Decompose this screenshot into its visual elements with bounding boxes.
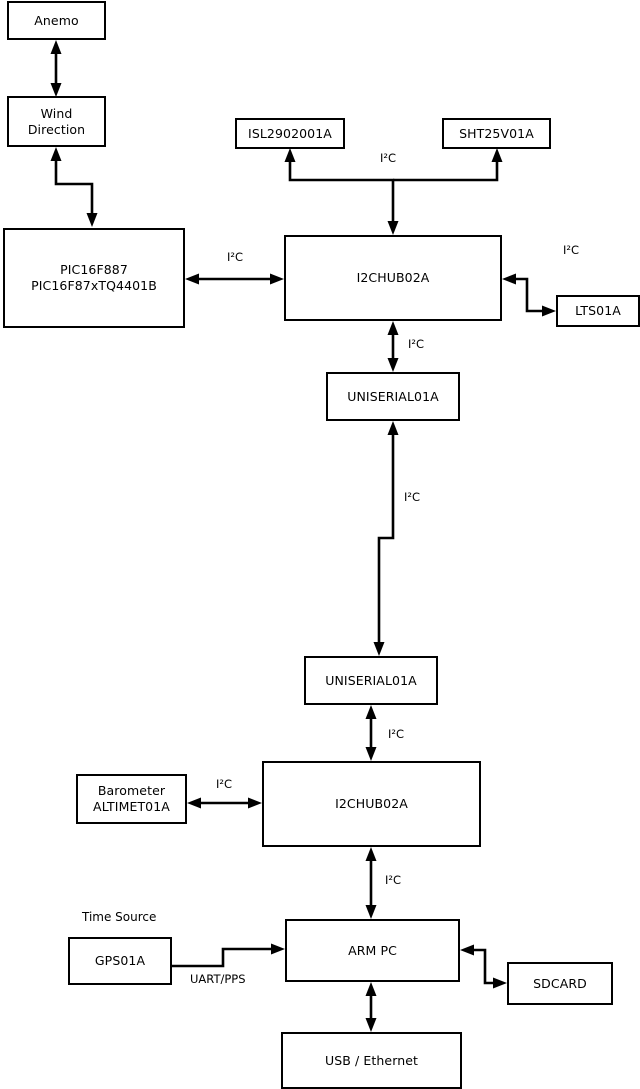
node-anemo[interactable]: Anemo (7, 1, 106, 40)
edge-label-i2c-pic-hub: I²C (227, 250, 244, 264)
connector-uniserialbot-hubbot (365, 705, 377, 761)
node-lts01a-label: LTS01A (575, 303, 621, 318)
connector-armpc-sdcard (460, 944, 507, 989)
node-isl2902001a-label: ISL2902001A (248, 125, 332, 141)
node-wind-direction[interactable]: Wind Direction (7, 96, 106, 147)
node-barometer-altimet01a-label: Barometer ALTIMET01A (93, 783, 170, 814)
edge-label-i2c-uniserial-uniserial: I²C (404, 490, 421, 504)
node-pic-microcontroller-label: PIC16F887 PIC16F87xTQ4401B (31, 262, 157, 293)
connector-wind-pic (50, 147, 98, 227)
node-sdcard[interactable]: SDCARD (507, 962, 613, 1005)
edge-label-uart-pps: UART/PPS (190, 972, 246, 986)
node-pic-microcontroller[interactable]: PIC16F887 PIC16F87xTQ4401B (3, 228, 185, 328)
connector-armpc-usb (365, 982, 377, 1032)
node-uniserial01a-top[interactable]: UNISERIAL01A (326, 372, 460, 421)
node-barometer-altimet01a[interactable]: Barometer ALTIMET01A (76, 774, 187, 824)
connector-hubtop-isl-sht (284, 148, 503, 235)
connector-hubbot-armpc (365, 847, 377, 919)
node-arm-pc[interactable]: ARM PC (285, 919, 460, 982)
node-anemo-label: Anemo (34, 12, 79, 28)
node-uniserial01a-top-label: UNISERIAL01A (347, 388, 439, 404)
edge-label-i2c-hub-armpc: I²C (385, 873, 402, 887)
node-i2chub02a-top-label: I2CHUB02A (356, 270, 430, 285)
connector-hubtop-lts (502, 273, 556, 317)
node-i2chub02a-bottom[interactable]: I2CHUB02A (262, 761, 481, 847)
node-i2chub02a-top[interactable]: I2CHUB02A (284, 235, 502, 321)
node-arm-pc-label: ARM PC (348, 942, 397, 958)
connector-barometer-hubbot (187, 797, 262, 809)
node-uniserial01a-bottom[interactable]: UNISERIAL01A (304, 656, 438, 705)
connector-gps-armpc (172, 943, 285, 968)
node-isl2902001a[interactable]: ISL2902001A (235, 118, 345, 149)
node-usb-ethernet[interactable]: USB / Ethernet (281, 1032, 462, 1089)
connector-hubtop-uniserialtop (387, 321, 399, 372)
edge-label-i2c-barometer-hub: I²C (216, 777, 233, 791)
label-time-source: Time Source (82, 910, 157, 924)
edge-label-i2c-uniserial-hub-bottom: I²C (388, 727, 405, 741)
edge-label-i2c-hub-uniserial: I²C (408, 337, 425, 351)
node-gps01a-label: GPS01A (94, 953, 146, 968)
connector-uniserialtop-uniserialbot (373, 421, 399, 656)
edge-label-i2c-isl-sht: I²C (380, 151, 397, 165)
connector-pic-hubtop (185, 273, 284, 285)
node-i2chub02a-bottom-label: I2CHUB02A (335, 796, 408, 811)
node-gps01a[interactable]: GPS01A (68, 937, 172, 985)
node-usb-ethernet-label: USB / Ethernet (324, 1052, 419, 1068)
node-sht25v01a-label: SHT25V01A (459, 125, 534, 141)
node-sht25v01a[interactable]: SHT25V01A (442, 118, 551, 149)
connector-anemo-wind (50, 40, 62, 97)
node-lts01a[interactable]: LTS01A (556, 295, 640, 327)
node-uniserial01a-bottom-label: UNISERIAL01A (325, 672, 417, 688)
edge-label-i2c-hub-lts: I²C (563, 243, 580, 257)
node-wind-direction-label: Wind Direction (27, 105, 86, 137)
node-sdcard-label: SDCARD (533, 975, 587, 991)
